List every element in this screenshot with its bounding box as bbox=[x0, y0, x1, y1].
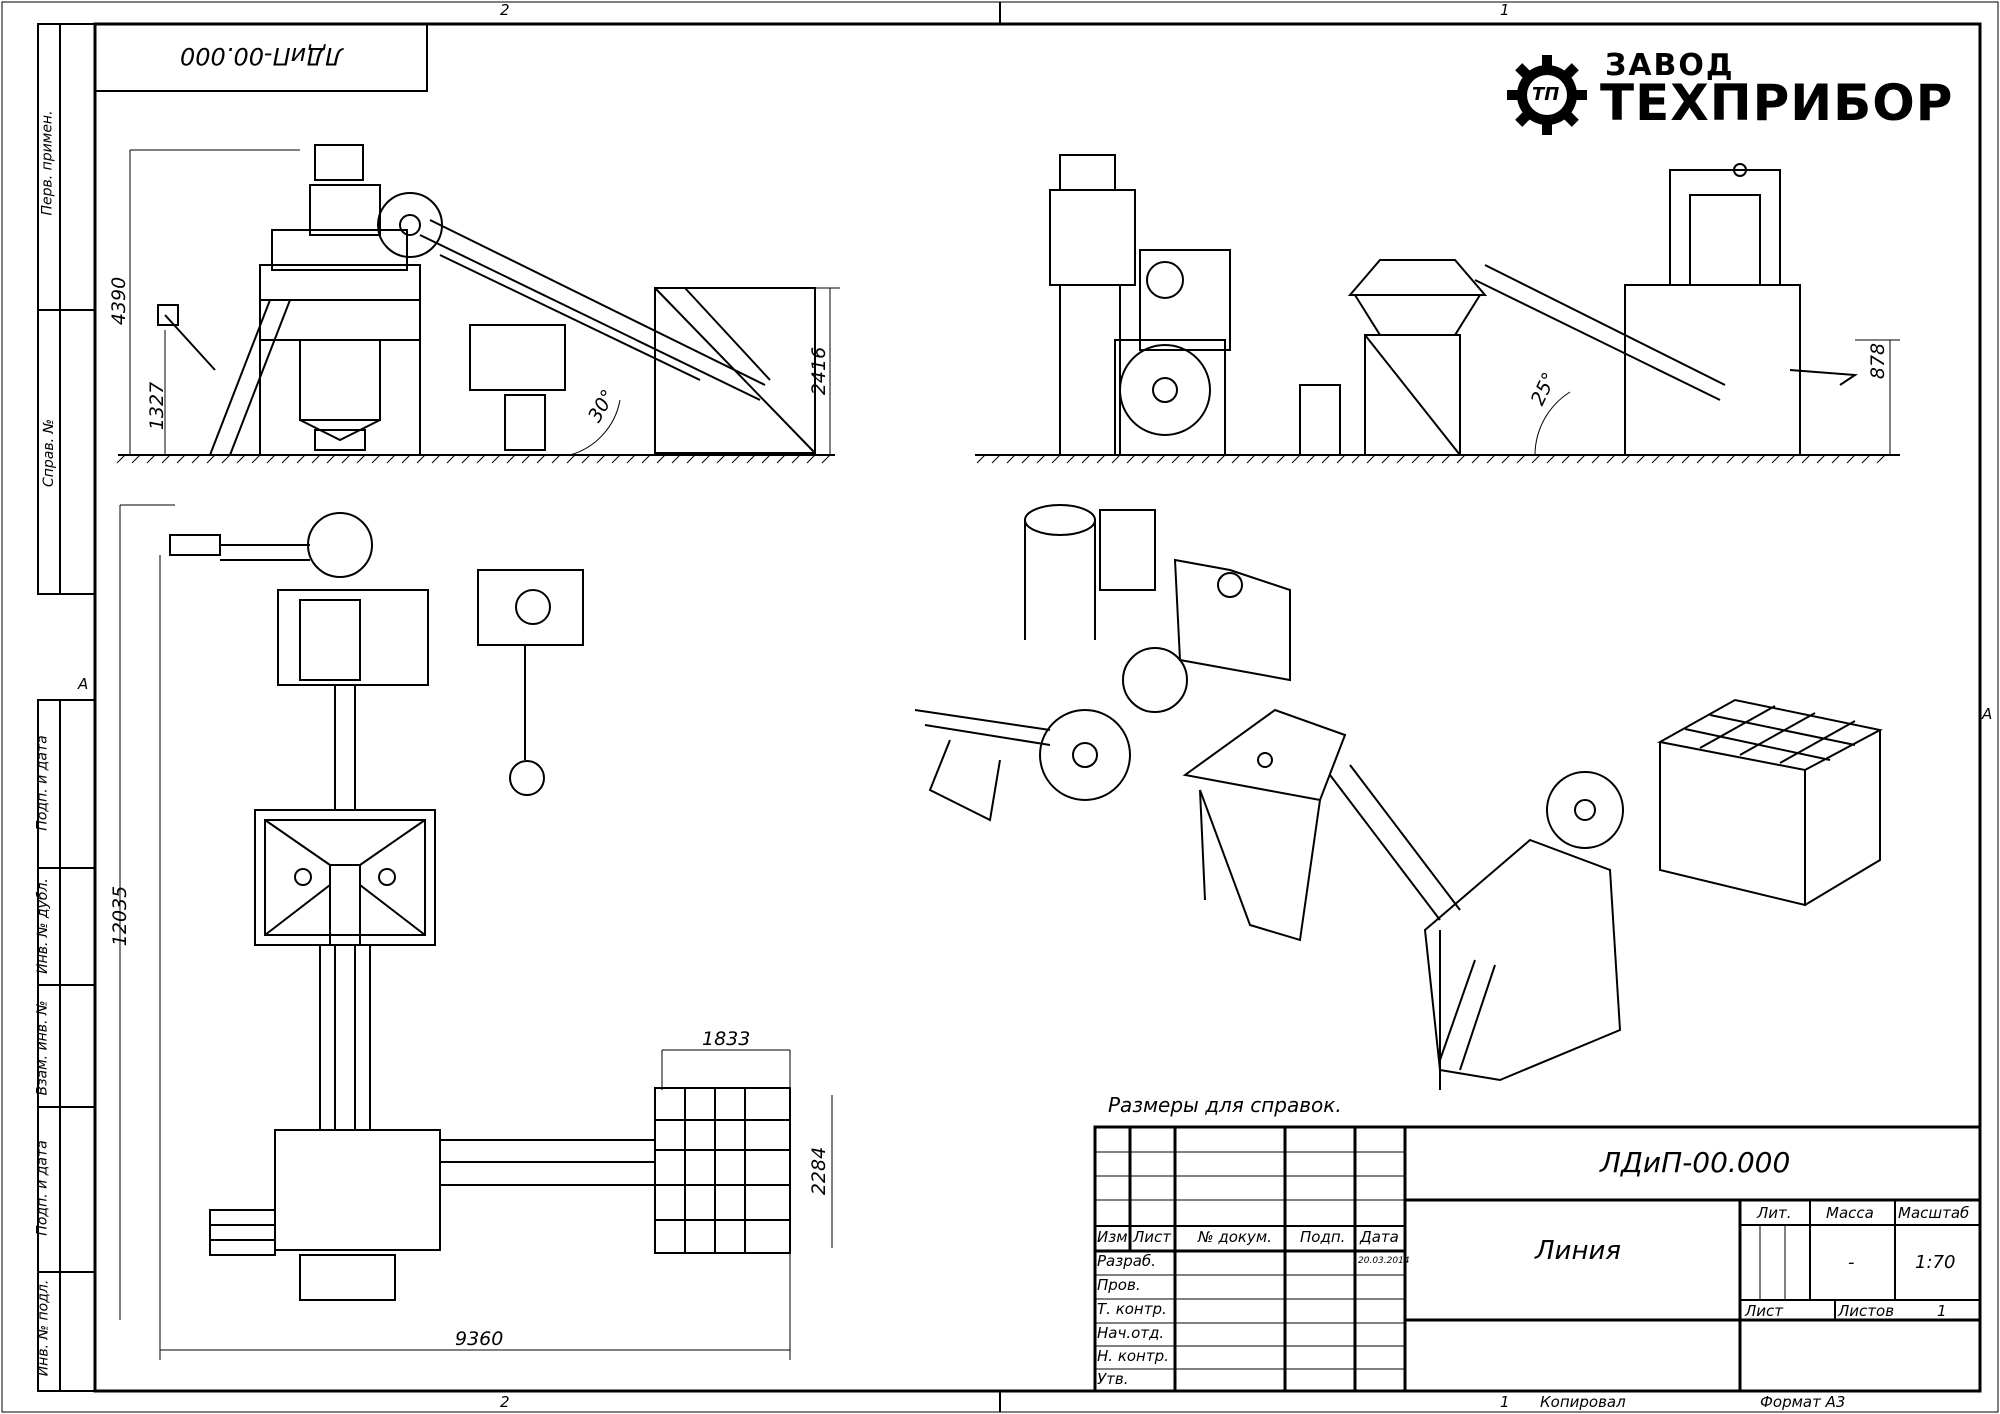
plan-view bbox=[169, 512, 791, 1301]
strip-label-vzam-inv: Взам. инв. № bbox=[34, 1000, 51, 1096]
dim-right-height: 878 bbox=[1867, 342, 1890, 380]
left-elevation-view bbox=[116, 144, 835, 464]
col-data: Дата bbox=[1360, 1228, 1399, 1246]
mass-label: Масса bbox=[1826, 1204, 1874, 1222]
logo-line1: ЗАВОД bbox=[1605, 48, 1735, 83]
zone-side-a-left: A bbox=[78, 675, 89, 693]
strip-label-perv-primen: Перв. примен. bbox=[39, 110, 56, 216]
title-block-frame bbox=[1093, 1125, 1982, 1393]
scale-label: Масштаб bbox=[1898, 1204, 1970, 1222]
logo-emblem-text: ТП bbox=[1532, 84, 1560, 105]
isometric-view bbox=[914, 504, 1883, 1090]
logo-line2: ТЕХПРИБОР bbox=[1600, 74, 1954, 132]
sheets-value: 1 bbox=[1937, 1302, 1947, 1320]
strip-label-podp-data-1: Подп. и дата bbox=[34, 735, 51, 831]
zone-top-2: 2 bbox=[500, 1, 510, 19]
dim-plan-length: 12035 bbox=[109, 885, 132, 947]
lit-label: Лит. bbox=[1757, 1204, 1792, 1222]
role-nach-otd: Нач.отд. bbox=[1097, 1324, 1165, 1342]
dim-left-height-lower: 1327 bbox=[146, 381, 169, 431]
right-elevation-view bbox=[975, 154, 1900, 464]
zone-bottom-2: 2 bbox=[500, 1393, 510, 1411]
zone-side-a-right: A bbox=[1982, 705, 1993, 723]
dim-plan-bin-depth: 2284 bbox=[808, 1146, 831, 1196]
title-designation: ЛДиП-00.000 bbox=[1600, 1146, 1791, 1179]
role-n-kontr: Н. контр. bbox=[1097, 1347, 1169, 1365]
dim-left-height-total: 4390 bbox=[108, 276, 131, 326]
role-razrab: Разраб. bbox=[1097, 1252, 1156, 1270]
sheet-label: Лист bbox=[1745, 1302, 1784, 1320]
strip-label-inv-dubl: Инв. № дубл. bbox=[34, 878, 51, 974]
col-izm: Изм. bbox=[1097, 1228, 1133, 1246]
footer-copied: Копировал bbox=[1540, 1393, 1626, 1411]
col-podp: Подп. bbox=[1300, 1228, 1346, 1246]
mass-value: - bbox=[1848, 1252, 1855, 1273]
role-prov: Пров. bbox=[1097, 1276, 1141, 1294]
rotated-drawing-code: ЛДиП-00.000 bbox=[180, 42, 344, 70]
role-utv: Утв. bbox=[1097, 1370, 1129, 1388]
footer-sheet-no: 1 bbox=[1500, 1393, 1510, 1411]
col-list: Лист bbox=[1133, 1228, 1172, 1246]
logo-gear-icon bbox=[1507, 55, 1587, 135]
left-dimension-lines bbox=[129, 149, 840, 456]
strip-label-podp-data-2: Подп. и дата bbox=[34, 1140, 51, 1236]
zone-top-1: 1 bbox=[1500, 1, 1510, 19]
plan-dimension-lines bbox=[119, 504, 833, 1360]
strip-label-inv-podl: Инв. № подл. bbox=[35, 1279, 52, 1377]
footer-format: Формат А3 bbox=[1760, 1393, 1846, 1411]
right-dimension-lines bbox=[1534, 339, 1900, 456]
col-no-dokum: № докум. bbox=[1198, 1228, 1272, 1246]
role-t-kontr: Т. контр. bbox=[1097, 1300, 1167, 1318]
dim-plan-bin-width: 1833 bbox=[702, 1028, 751, 1050]
strip-label-sprav-no: Справ. № bbox=[41, 418, 58, 488]
dim-left-height-right: 2416 bbox=[808, 346, 831, 396]
dim-plan-width: 9360 bbox=[455, 1328, 504, 1350]
reference-dimensions-note: Размеры для справок. bbox=[1108, 1093, 1342, 1117]
sheets-label: Листов bbox=[1838, 1302, 1895, 1320]
title-name: Линия bbox=[1535, 1236, 1621, 1266]
date-value: 20.03.2014 bbox=[1358, 1256, 1410, 1266]
scale-value: 1:70 bbox=[1915, 1252, 1956, 1273]
